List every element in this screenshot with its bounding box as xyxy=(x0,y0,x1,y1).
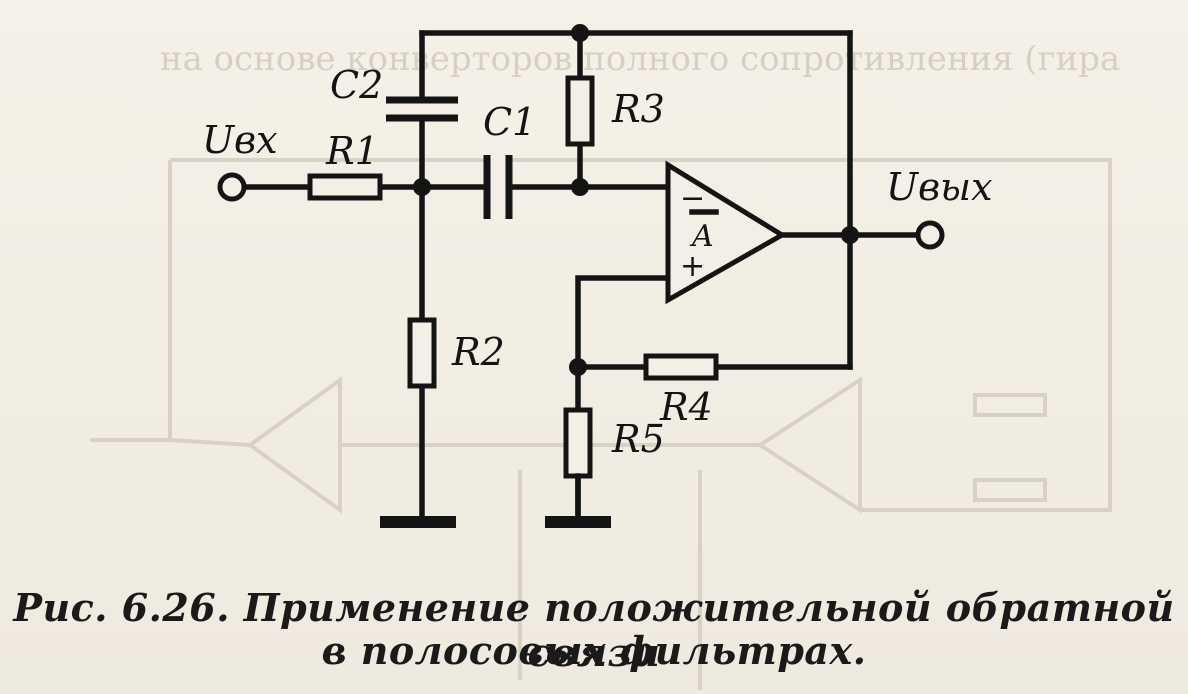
figure-caption-line-2: в полосовых фильтрах. xyxy=(321,628,867,673)
resistor-r4 xyxy=(643,353,719,381)
wire-plus-r5 xyxy=(575,275,667,523)
label-r2: R2 xyxy=(451,330,505,374)
capacitor-c2 xyxy=(385,96,459,122)
opamp-triangle xyxy=(665,160,787,305)
junction-top-r3 xyxy=(571,24,589,42)
figure-caption-line-1: Рис. 6.26. Применение положительной обра… xyxy=(13,585,1175,675)
opamp-minus-sign: − xyxy=(680,181,705,216)
junction-r1-c1 xyxy=(413,178,431,196)
opamp-plus-sign: + xyxy=(680,249,705,284)
input-terminal xyxy=(217,172,247,202)
resistor-r5 xyxy=(563,407,593,479)
label-c2: C2 xyxy=(330,63,383,107)
label-r3: R3 xyxy=(611,87,665,131)
resistor-r1 xyxy=(307,173,383,201)
junction-r4-r5 xyxy=(569,358,587,376)
capacitor-c1 xyxy=(483,150,513,224)
opamp-label: A xyxy=(689,219,714,254)
junction-minus xyxy=(571,178,589,196)
resistor-r2 xyxy=(407,317,437,389)
label-u-out: Uвых xyxy=(886,165,993,209)
label-r5: R5 xyxy=(611,417,665,461)
label-r4: R4 xyxy=(659,385,713,429)
label-u-in: Uвх xyxy=(202,118,278,162)
header-fragment: на основе конверторов полного сопротивле… xyxy=(160,39,1120,79)
output-terminal xyxy=(915,220,945,250)
bleed-through-circuit xyxy=(90,158,1112,690)
junction-output xyxy=(841,226,859,244)
junction-dots xyxy=(413,24,859,376)
label-c1: C1 xyxy=(483,100,536,144)
label-r1: R1 xyxy=(325,129,379,173)
resistor-r3 xyxy=(565,75,595,147)
